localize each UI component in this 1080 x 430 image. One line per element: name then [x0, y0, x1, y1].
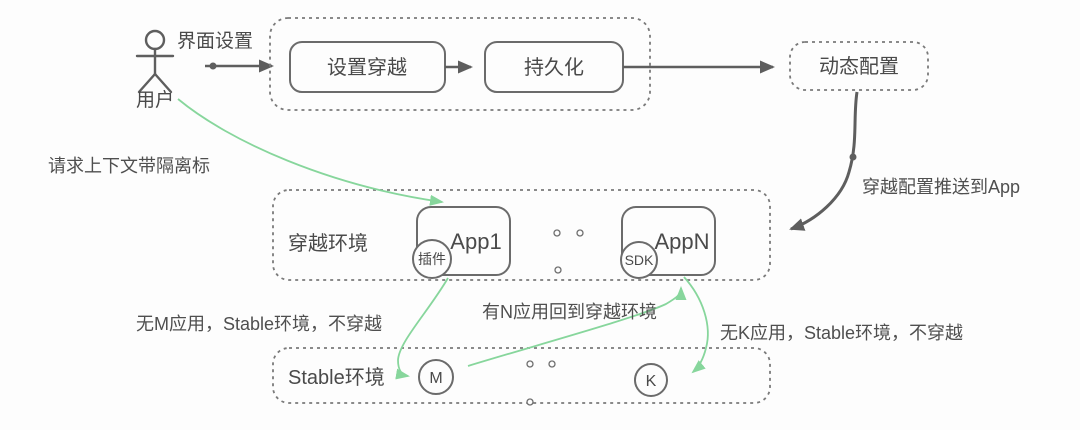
- app1-label: App1: [450, 229, 501, 254]
- user-request-arrow: [177, 98, 444, 206]
- back-n-annotation: 有N应用回到穿越环境: [482, 302, 657, 322]
- plugin-badge: [412, 239, 452, 279]
- app1-to-m-arrow: [395, 277, 449, 380]
- ellipsis-dot: [548, 360, 556, 368]
- traverse-env-label: 穿越环境: [288, 232, 368, 255]
- push-config-annotation: 穿越配置推送到App: [862, 177, 1020, 197]
- curve-dot: [849, 153, 857, 161]
- sdk-badge-label: SDK: [625, 252, 654, 268]
- ellipsis-dot: [553, 229, 561, 237]
- node-k-label: K: [646, 373, 657, 390]
- ui-setting-label: 界面设置: [177, 30, 253, 52]
- arrow-start-dot: [209, 62, 217, 70]
- traverse-env-container: [272, 189, 771, 281]
- plugin-badge-label: 插件: [418, 251, 446, 267]
- sdk-badge: [620, 241, 658, 279]
- setup-traverse-label: 设置穿越: [327, 56, 407, 79]
- ellipsis-dot: [554, 266, 562, 274]
- dynamic-config-node: [789, 41, 929, 91]
- ellipsis-dot: [526, 398, 534, 406]
- appn-to-k-arrow: [683, 276, 709, 374]
- node-m-label: M: [429, 370, 442, 387]
- no-k-annotation: 无K应用，Stable环境，不穿越: [720, 323, 963, 343]
- ellipsis-dot: [576, 229, 584, 237]
- user-label: 用户: [136, 89, 174, 111]
- ellipsis-dot: [526, 360, 534, 368]
- m-back-to-appn-arrow: [467, 286, 687, 367]
- setup-flow-container: [269, 17, 651, 111]
- persist-label: 持久化: [524, 56, 584, 79]
- no-m-annotation: 无M应用，Stable环境，不穿越: [136, 314, 382, 334]
- stable-env-label: Stable环境: [288, 366, 385, 389]
- config-push-arrow: [789, 91, 859, 231]
- node-k: [634, 363, 668, 397]
- request-context-annotation: 请求上下文带隔离标: [48, 156, 210, 176]
- appn-label: AppN: [654, 229, 709, 254]
- stable-env-container: [272, 347, 771, 404]
- user-actor-icon: [135, 29, 175, 94]
- dynamic-config-label: 动态配置: [819, 55, 899, 78]
- node-m: [418, 359, 454, 395]
